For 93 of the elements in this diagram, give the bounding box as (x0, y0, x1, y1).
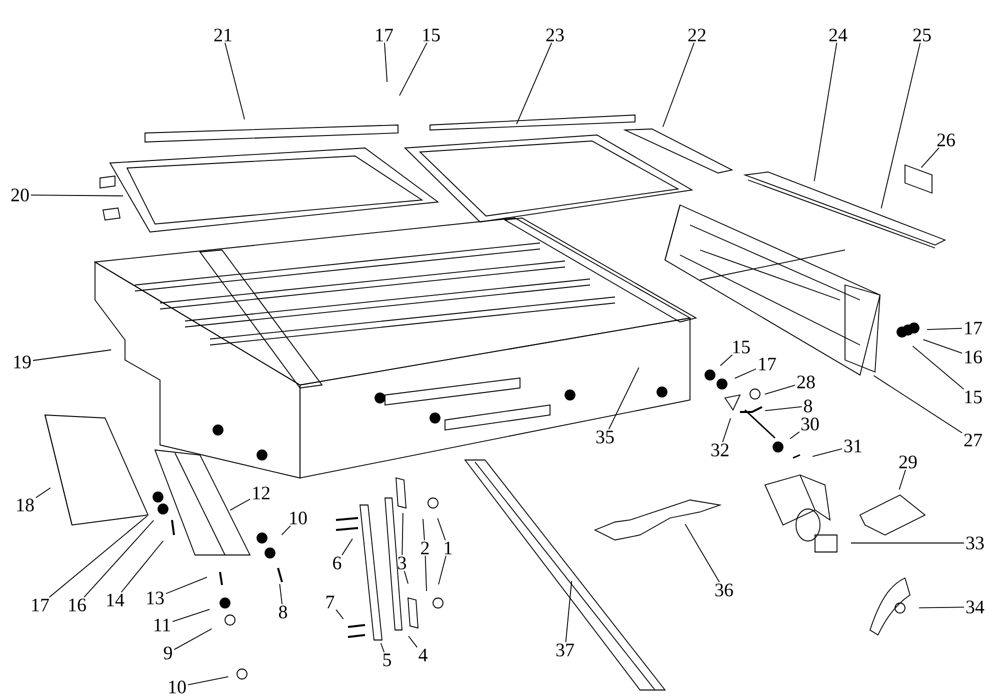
callout-number: 8 (804, 400, 812, 412)
leader-line (812, 448, 842, 457)
callout-number: 4 (418, 648, 428, 662)
callout-number: 24 (829, 28, 848, 42)
callout-number: 34 (966, 600, 984, 614)
leader-line (384, 42, 388, 82)
leader-line (48, 516, 148, 598)
leader-line (422, 518, 425, 541)
callout-number: 25 (913, 28, 931, 42)
leader-line (230, 498, 250, 511)
leader-line (166, 576, 208, 594)
leader-line (279, 583, 283, 605)
leader-line (926, 328, 962, 330)
leader-line (918, 606, 964, 608)
callout-number: 15 (733, 340, 750, 354)
callout-number: 12 (253, 486, 270, 500)
leader-line (898, 469, 906, 490)
leader-line (424, 555, 427, 592)
callout-number: 15 (965, 390, 982, 404)
leader-line (438, 555, 446, 585)
leader-line (912, 346, 964, 390)
callout-number: 26 (937, 134, 955, 146)
leader-line (814, 42, 838, 182)
leader-line (380, 642, 385, 653)
callout-number: 35 (596, 430, 614, 444)
callout-number: 30 (801, 418, 819, 430)
leader-line (224, 42, 245, 120)
callout-number: 36 (715, 584, 733, 596)
leader-line (342, 538, 353, 556)
callout-number: 22 (688, 28, 706, 42)
leader-line (720, 354, 733, 366)
callout-number: 27 (964, 434, 982, 446)
callout-number: 20 (11, 188, 29, 202)
callout-number: 7 (326, 596, 334, 608)
callout-number: 5 (383, 654, 391, 666)
callout-number: 3 (398, 556, 406, 570)
leader-line (188, 676, 229, 686)
callout-number: 10 (169, 680, 186, 694)
leader-line (565, 580, 572, 643)
leader-line (722, 418, 732, 443)
leader-line (516, 42, 552, 125)
leader-line (790, 431, 800, 440)
leader-line (30, 194, 124, 196)
callout-number: 31 (844, 440, 862, 452)
leader-line (32, 349, 112, 361)
callout-number: 1 (444, 542, 452, 554)
callout-number: 16 (965, 350, 982, 364)
leader-line (402, 512, 404, 556)
callout-number: 18 (17, 498, 34, 512)
callout-number: 19 (14, 356, 31, 368)
leader-line (404, 570, 408, 584)
callout-number: 32 (711, 444, 728, 456)
callout-number: 17 (759, 358, 776, 370)
callout-number: 14 (107, 594, 124, 606)
leader-line (608, 367, 640, 430)
callout-number: 15 (423, 28, 440, 42)
callout-number: 13 (147, 592, 164, 604)
leader-line (734, 368, 756, 379)
leader-line (764, 406, 802, 412)
callout-number: 28 (797, 376, 815, 388)
leader-line (873, 375, 962, 434)
leader-line (662, 42, 695, 128)
callout-number: 33 (966, 536, 984, 550)
callout-number: 9 (164, 646, 172, 660)
callout-number: 37 (556, 644, 574, 656)
leader-line (36, 487, 51, 498)
leader-line (437, 518, 446, 541)
callout-number: 17 (376, 28, 393, 42)
callout-number: 11 (154, 618, 170, 632)
leader-line (920, 147, 940, 168)
callout-number: 21 (214, 28, 232, 42)
leader-line (399, 42, 428, 96)
leader-line (880, 42, 921, 209)
callout-number: 29 (899, 456, 917, 468)
leader-line (336, 609, 344, 620)
callout-number: 16 (69, 598, 86, 612)
leader-line (922, 339, 962, 354)
leader-line (764, 384, 796, 395)
callout-number: 8 (278, 606, 288, 618)
leader-line (850, 542, 964, 544)
leader-line (408, 636, 418, 648)
callout-number: 2 (421, 542, 429, 554)
leader-line (120, 540, 164, 593)
leader-line (684, 524, 720, 583)
callout-number: 17 (965, 322, 982, 334)
leader-line (172, 608, 210, 622)
callout-number: 10 (290, 512, 307, 524)
leader-line (84, 520, 154, 598)
leader-line (281, 525, 291, 536)
callout-number: 23 (546, 28, 564, 42)
leader-line (174, 628, 212, 650)
callout-number: 17 (32, 598, 49, 612)
callout-number: 6 (333, 556, 342, 570)
